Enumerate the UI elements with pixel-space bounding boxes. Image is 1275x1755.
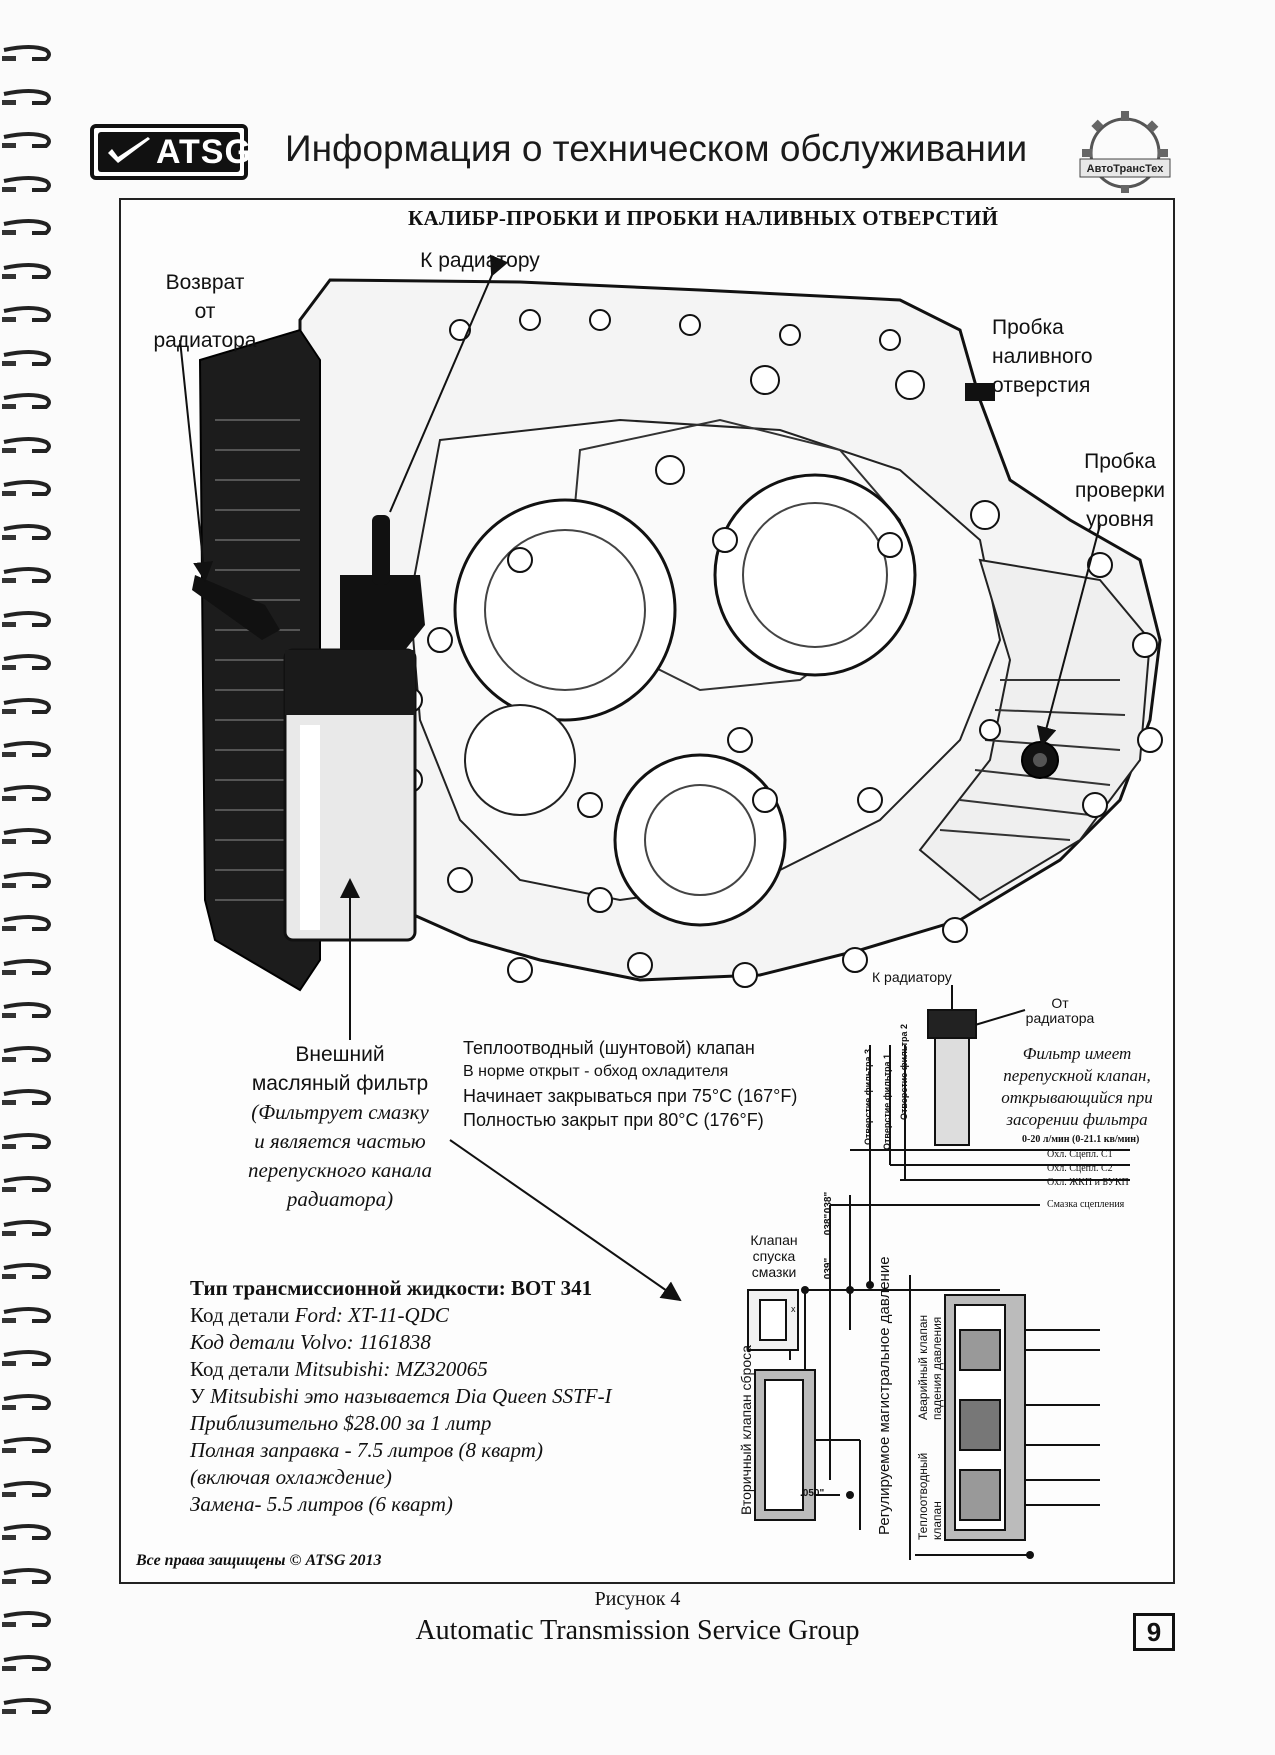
valve-bodies (747, 1289, 1026, 1541)
secondary-relief-label: Вторичный клапан сброса (738, 1345, 754, 1515)
regulated-line-label: Регулируемое магистральное давление (876, 1256, 893, 1535)
binding-ring (2, 1698, 51, 1714)
page-number: 9 (1133, 1613, 1175, 1651)
bore-left (453, 498, 677, 722)
binding-ring (2, 915, 51, 931)
binding-ring (2, 1393, 51, 1410)
atsg-logo: ATSG (90, 124, 251, 180)
corner-logo-text: АвтоТрансТех (1087, 163, 1165, 175)
filter-bypass-note: Фильтр имеет перепускной клапан, открыва… (1001, 1044, 1153, 1129)
fluid-info: Тип трансмиссионной жидкости: ВОТ 341 Ко… (190, 1275, 612, 1518)
binding-ring (2, 436, 51, 453)
flow-rate: 0-20 л/мин (0-21.1 кв/мин) (1022, 1134, 1140, 1145)
bore-bottom (613, 753, 787, 927)
binding-ring (2, 393, 51, 409)
binding-ring (2, 1480, 51, 1497)
binding-ring (2, 1437, 51, 1453)
binding-ring (2, 784, 51, 801)
orifice-050: .050" (800, 1488, 825, 1499)
fill-plug (965, 383, 995, 401)
cooling-outputs: Охл. Сцепл. C1 Охл. Сцепл. C2 Охл. ЖКП и… (1047, 1149, 1129, 1188)
hydraulic-schematic (785, 985, 1130, 1560)
avtotranstekh-logo: АвтоТрансТех (1079, 111, 1171, 193)
binding-ring (2, 1306, 51, 1323)
binding-ring (2, 480, 51, 496)
binding-ring (2, 958, 51, 975)
binding-ring (2, 1002, 51, 1018)
external-filter-label: Внешний масляный фильтр (Фильтрует смазк… (247, 1043, 433, 1211)
filter-mount (340, 575, 425, 650)
binding-ring (2, 1611, 51, 1627)
fluid-line-volvo: Код детали Volvo: 1161838 (190, 1330, 431, 1354)
copyright: Все права защищены © ATSG 2013 (136, 1552, 382, 1569)
binding-ring (2, 871, 51, 888)
orifice-039: .039" (823, 1257, 834, 1282)
schematic-to-radiator: К радиатору (872, 969, 952, 985)
binding-ring (2, 1524, 51, 1540)
page-title: Информация о техническом обслуживании (285, 128, 1028, 169)
binding-ring (2, 88, 51, 105)
binding-ring (2, 1567, 51, 1584)
binding-ring (2, 349, 51, 366)
fluid-change: Замена- 5.5 литров (6 кварт) (190, 1492, 453, 1516)
binding-ring (2, 1089, 51, 1105)
binding-ring (2, 523, 51, 540)
filter-hole-3: Отверстие фильтра 3 (863, 1048, 873, 1145)
bore-right (713, 473, 917, 677)
return-from-radiator-label: Возврат от радиатора (153, 271, 257, 352)
fill-plug-label: Пробка наливного отверстия (992, 316, 1093, 397)
clutch-lube-label: Смазка сцепления (1047, 1199, 1125, 1210)
binding-ring (2, 1045, 51, 1062)
binding-ring (2, 654, 51, 670)
section-title: КАЛИБР-ПРОБКИ И ПРОБКИ НАЛИВНЫХ ОТВЕРСТИ… (408, 206, 999, 230)
filter-hole-2: Отверстие фильтра 2 (899, 1023, 909, 1120)
binding-ring (2, 1132, 51, 1149)
logo-text: ATSG (156, 133, 252, 171)
binding-ring (2, 1219, 51, 1236)
drain-valve-label: Клапан спуска смазки (750, 1232, 798, 1280)
figure-caption: Рисунок 4 (594, 1588, 681, 1610)
fluid-line-ford: Код детали Ford: XT-11-QDC (190, 1303, 449, 1327)
emergency-valve-label: Аварийный клапан падения давления (916, 1314, 944, 1420)
binding-ring (2, 567, 51, 583)
x-mark: x (791, 1304, 796, 1314)
binding-ring (2, 175, 51, 192)
binding-ring (2, 1654, 51, 1671)
thermal-valve-info: Теплоотводный (шунтовой) клапан В норме … (463, 1038, 798, 1130)
level-plug-label: Пробка проверки уровня (1075, 450, 1165, 531)
binding-ring (2, 132, 51, 148)
fluid-incl-cooling: (включая охлаждение) (190, 1465, 392, 1489)
fluid-line-diaqueen: У Mitsubishi это называется Dia Queen SS… (190, 1384, 612, 1408)
binding-ring (2, 741, 51, 757)
schematic-from-radiator: От радиатора (1025, 995, 1095, 1026)
thermal-valve-vertical-label: Теплоотводный клапан (916, 1452, 944, 1540)
fluid-full-fill: Полная заправка - 7.5 литров (8 кварт) (190, 1438, 543, 1462)
binding-ring (2, 1176, 51, 1192)
spiral-binding (0, 30, 60, 1730)
radiator-line-fitting (372, 515, 390, 585)
to-radiator-label: К радиатору (420, 249, 540, 272)
binding-ring (2, 697, 51, 714)
fluid-line-mitsubishi: Код детали Mitsubishi: MZ320065 (190, 1357, 488, 1381)
fluid-title: Тип трансмиссионной жидкости: ВОТ 341 (190, 1276, 593, 1300)
binding-ring (2, 828, 51, 844)
fluid-price: Приблизительно $28.00 за 1 литр (190, 1411, 492, 1435)
binding-ring (2, 610, 51, 627)
footer-text: Automatic Transmission Service Group (415, 1615, 860, 1646)
binding-ring (2, 306, 51, 322)
orifice-038-b: .038" (823, 1191, 834, 1216)
binding-ring (2, 45, 51, 61)
binding-ring (2, 1263, 51, 1279)
checkmark-icon (108, 137, 150, 163)
binding-ring (2, 262, 51, 279)
binding-ring (2, 219, 51, 235)
filter-hole-1: Отверстие фильтра 1 (882, 1053, 892, 1150)
binding-ring (2, 1350, 51, 1366)
orifice-038-a: .038" (823, 1213, 834, 1238)
